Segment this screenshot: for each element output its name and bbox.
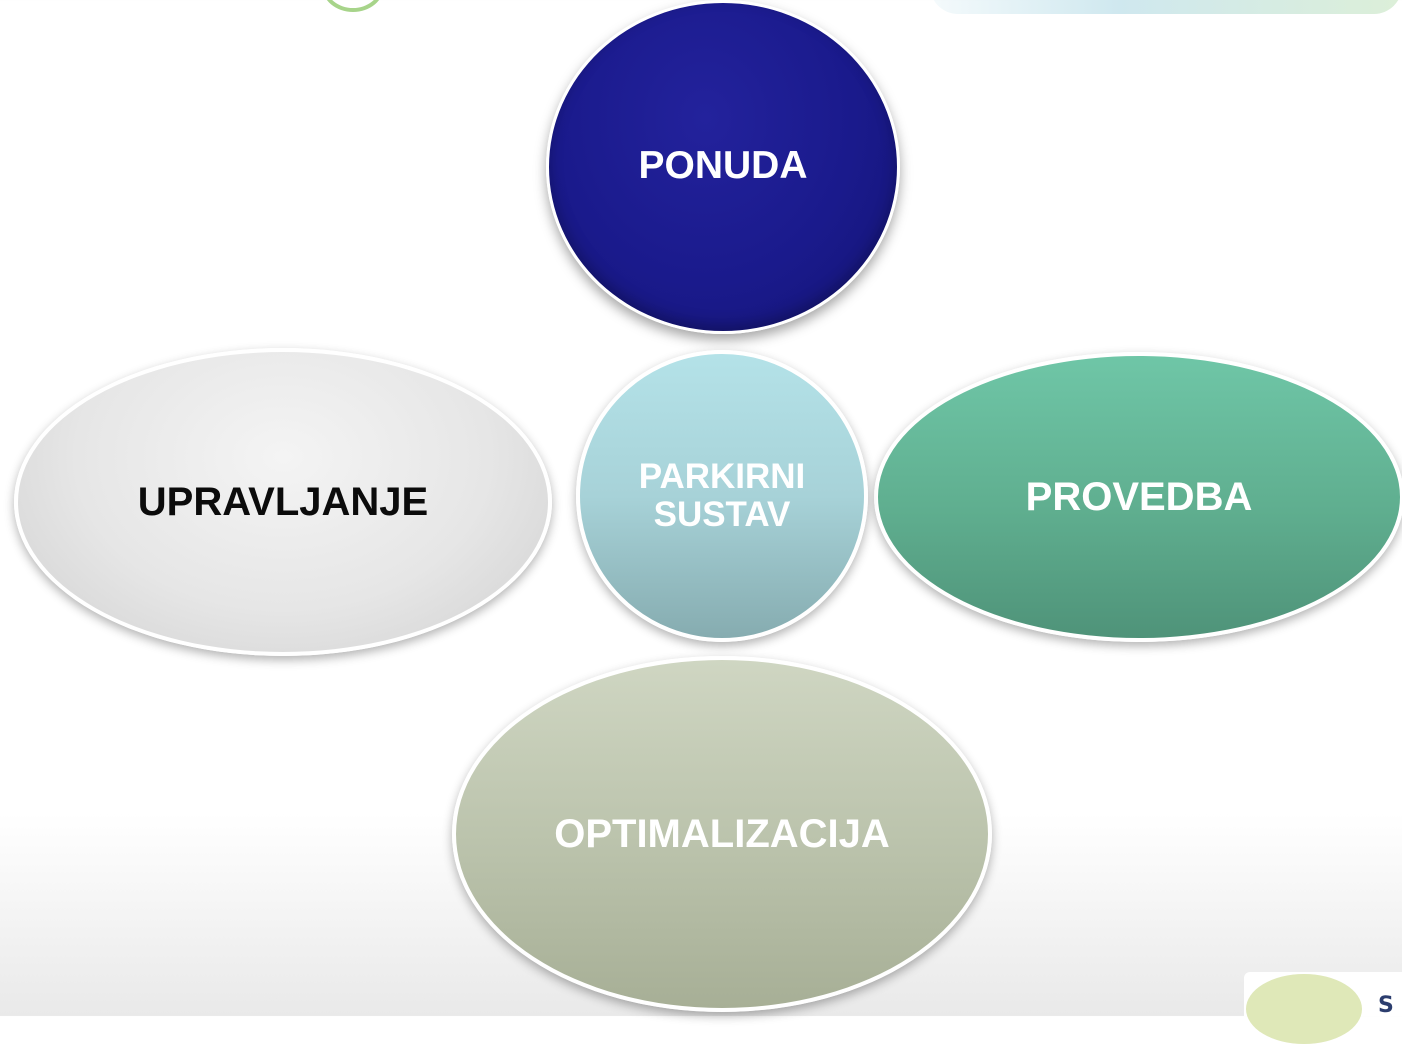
node-provedba: PROVEDBA	[874, 352, 1402, 642]
connector-left	[548, 493, 580, 499]
connector-right	[866, 490, 878, 496]
logo-letter: S	[1378, 993, 1394, 1018]
node-ponuda-label: PONUDA	[638, 144, 808, 187]
header-decoration	[930, 0, 1402, 14]
node-ponuda: PONUDA	[546, 0, 900, 334]
node-centre-line1: PARKIRNI	[638, 457, 806, 496]
decorative-ring	[322, 0, 384, 12]
connector-top	[718, 332, 724, 354]
connector-bottom	[718, 640, 724, 660]
node-upravljanje: UPRAVLJANJE	[14, 348, 552, 656]
node-upravljanje-label: UPRAVLJANJE	[137, 479, 429, 524]
node-centre-line2: SUSTAV	[653, 495, 791, 534]
node-optimalizacija: OPTIMALIZACIJA	[452, 656, 992, 1012]
node-parkirni-sustav: PARKIRNI SUSTAV	[576, 350, 868, 642]
node-optimalizacija-label: OPTIMALIZACIJA	[554, 811, 890, 856]
logo-shape	[1246, 974, 1362, 1044]
node-provedba-label: PROVEDBA	[1025, 474, 1253, 519]
